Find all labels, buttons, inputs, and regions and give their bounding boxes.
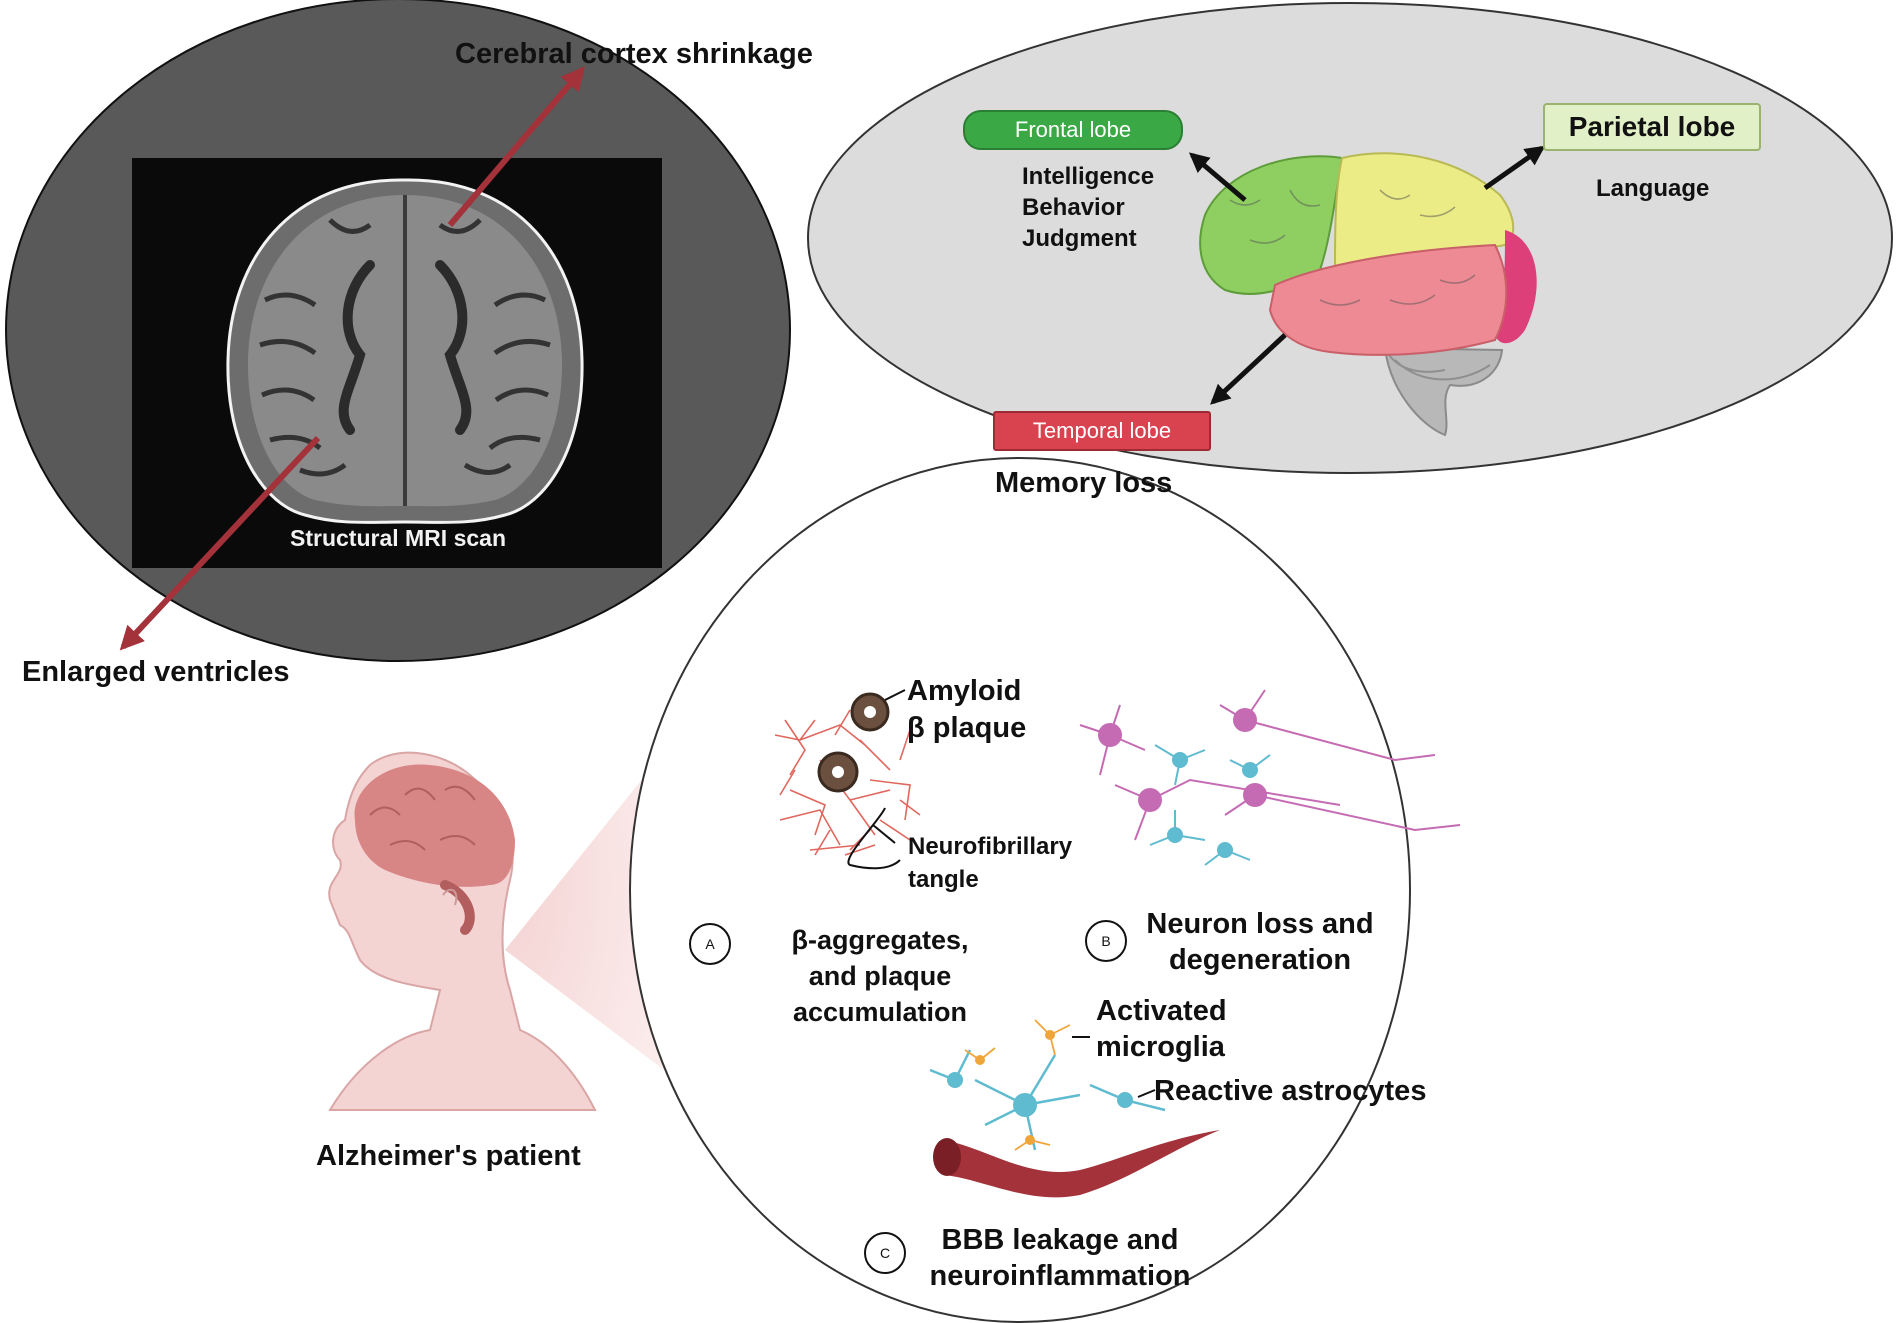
neurofibrillary-tangle-label: Neurofibrillary tangle — [908, 833, 1073, 893]
mri-scan-caption: Structural MRI scan — [290, 525, 506, 551]
frontal-function-judgment: Judgment — [1022, 225, 1137, 252]
reactive-astrocytes-label: Reactive astrocytes — [1154, 1075, 1427, 1107]
panel-b-marker: B — [1085, 920, 1127, 962]
temporal-lobe-pill: Temporal lobe — [993, 411, 1211, 451]
enlarged-ventricles-label: Enlarged ventricles — [22, 656, 290, 688]
cortex-shrinkage-label: Cerebral cortex shrinkage — [455, 38, 813, 70]
pathology-panel — [505, 457, 1461, 1323]
plaque-tangle-illustration — [774, 692, 921, 856]
frontal-lobe-pill: Frontal lobe — [963, 110, 1183, 150]
frontal-function-intelligence: Intelligence — [1022, 163, 1155, 190]
neuroinflammation-illustration — [929, 1019, 1220, 1198]
patient-illustration — [328, 751, 597, 1111]
amyloid-plaque-label: Amyloid β plaque — [907, 675, 1027, 744]
alzheimers-patient-label: Alzheimer's patient — [316, 1140, 581, 1172]
activated-microglia-label: Activated microglia — [1096, 995, 1227, 1063]
panel-a-caption: β-aggregates, and plaque accumulation — [791, 925, 969, 1027]
parietal-function-language: Language — [1596, 175, 1710, 202]
parietal-lobe-pill: Parietal lobe — [1543, 103, 1761, 151]
lobes-panel — [807, 2, 1893, 474]
panel-c-caption: BBB leakage and neuroinflammation — [929, 1224, 1191, 1292]
neuron-illustration — [1079, 689, 1461, 866]
frontal-function-behavior: Behavior — [1022, 194, 1125, 221]
panel-c-marker: C — [864, 1232, 906, 1274]
temporal-function-memory-loss: Memory loss — [995, 467, 1173, 499]
panel-b-caption: Neuron loss and degeneration — [1146, 908, 1374, 976]
mri-brain-scan — [226, 178, 584, 524]
panel-a-marker: A — [689, 923, 731, 965]
mri-panel — [5, 0, 791, 662]
